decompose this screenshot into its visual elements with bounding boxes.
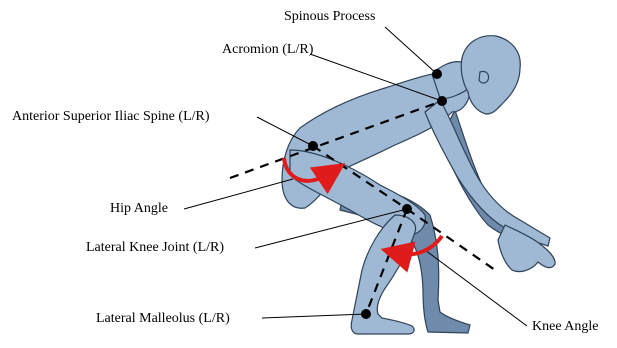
label-hip-angle: Hip Angle xyxy=(110,201,168,217)
marker-dot-icon xyxy=(437,96,447,106)
marker-dot-icon xyxy=(308,141,318,151)
marker-dot-icon xyxy=(402,204,412,214)
leader-spinous xyxy=(385,27,437,74)
marker-dot-icon xyxy=(432,69,442,79)
leader-hip-angle xyxy=(184,179,293,209)
marker-dot-icon xyxy=(361,309,371,319)
label-knee-angle: Knee Angle xyxy=(532,319,598,335)
label-spinous-process: Spinous Process xyxy=(284,9,375,25)
label-acromion: Acromion (L/R) xyxy=(222,42,313,58)
label-malleolus: Lateral Malleolus (L/R) xyxy=(96,311,230,327)
label-knee-joint: Lateral Knee Joint (L/R) xyxy=(86,240,224,256)
human-figure-illustration xyxy=(282,36,555,334)
label-asis: Anterior Superior Iliac Spine (L/R) xyxy=(12,109,210,125)
leader-malleolus xyxy=(262,314,366,318)
